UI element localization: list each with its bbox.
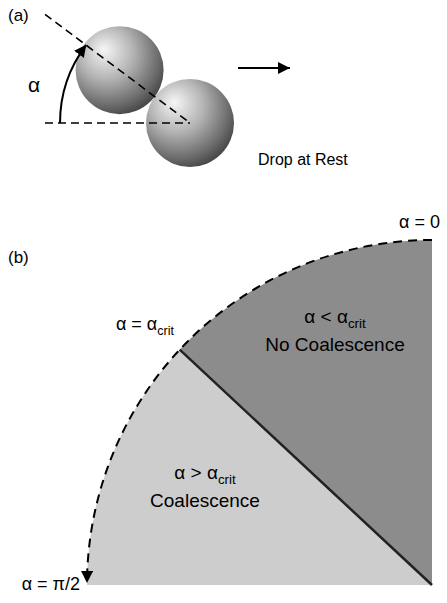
text-part: No Coalescence bbox=[265, 334, 404, 355]
text-part: crit bbox=[157, 324, 174, 338]
text-part: (b) bbox=[8, 248, 29, 267]
angle-value: α = π/2 bbox=[22, 574, 80, 596]
text-part: α bbox=[28, 73, 40, 96]
region-shape bbox=[87, 240, 432, 585]
coalescence-region: α > αcritCoalescence bbox=[87, 240, 432, 585]
panel-label: (a) bbox=[8, 6, 29, 26]
drop-label: Drop at Rest bbox=[258, 150, 348, 169]
text-part: α = π/2 bbox=[22, 574, 80, 594]
text-part: α = α bbox=[116, 314, 157, 334]
horizontal-line bbox=[45, 122, 190, 124]
angle-value: α = 0 bbox=[399, 212, 440, 234]
motion-arrow bbox=[238, 67, 290, 69]
text-part: (a) bbox=[8, 6, 29, 25]
text-part: Drop at Rest bbox=[258, 151, 348, 168]
text-part: Coalescence bbox=[150, 490, 260, 511]
text-part: crit bbox=[348, 316, 366, 331]
text-part: α = 0 bbox=[399, 212, 440, 232]
region-label: No Coalescence bbox=[265, 334, 404, 357]
region-shape bbox=[87, 240, 432, 585]
angle-value: α = αcrit bbox=[116, 314, 174, 336]
angle-symbol: α bbox=[28, 72, 40, 97]
center-line bbox=[45, 14, 190, 123]
text-part: α < α bbox=[304, 306, 348, 327]
condition-text: α > αcrit bbox=[174, 462, 235, 485]
text-part: crit bbox=[218, 472, 236, 487]
no-coalescence-region: α < αcritNo Coalescence bbox=[87, 240, 432, 585]
wedge bbox=[87, 350, 432, 585]
panel-label: (b) bbox=[8, 248, 29, 268]
angle-arc bbox=[60, 45, 86, 123]
condition-text: α < αcrit bbox=[304, 306, 365, 329]
region-label: Coalescence bbox=[150, 490, 260, 513]
text-part: α > α bbox=[174, 462, 218, 483]
